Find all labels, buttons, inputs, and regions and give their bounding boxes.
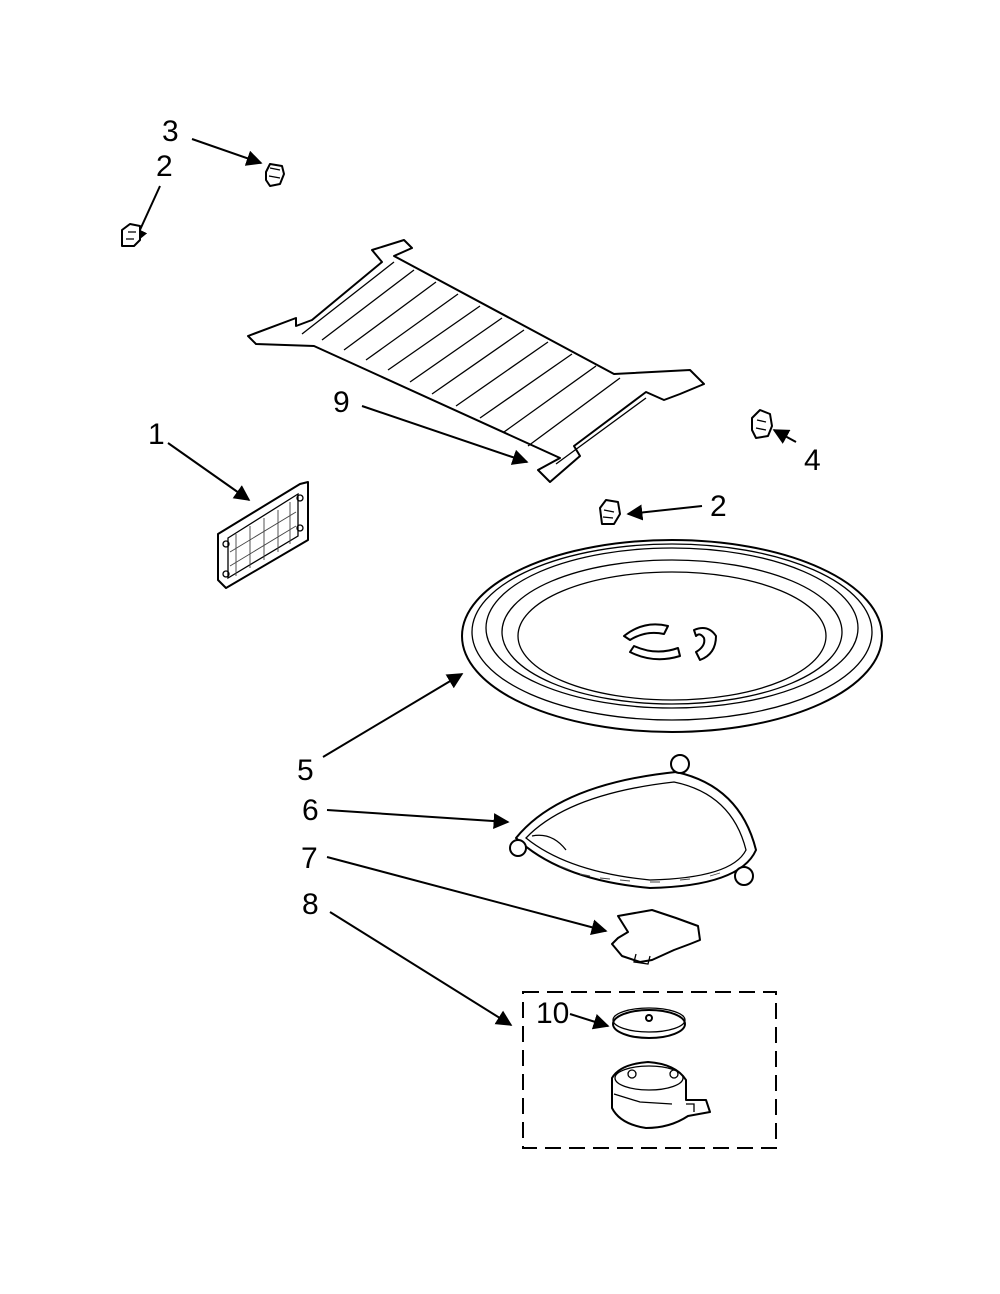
part-10-cap [612, 1007, 686, 1039]
part-8-group-box [522, 991, 777, 1149]
part-2-clip-mid [599, 499, 621, 525]
part-7-coupler [611, 909, 701, 965]
callout-2-top: 2 [156, 150, 173, 183]
leader-7 [326, 856, 608, 936]
callout-9: 9 [333, 386, 350, 419]
callout-5: 5 [297, 754, 314, 787]
callout-1: 1 [148, 418, 165, 451]
part-4-clip [751, 409, 773, 439]
leader-6 [326, 809, 510, 830]
part-1-cover [217, 481, 309, 589]
leader-5 [322, 673, 464, 758]
callout-7: 7 [301, 842, 318, 875]
leader-4 [772, 429, 797, 444]
leader-3 [191, 138, 263, 166]
leader-2-mid [626, 504, 703, 521]
leader-1 [167, 442, 251, 501]
callout-4: 4 [804, 444, 821, 477]
part-2-clip-top [121, 223, 141, 247]
part-3-clip [265, 163, 285, 187]
part-5-turntable-tray [461, 539, 883, 733]
part-6-roller-ring [509, 754, 757, 889]
leader-8 [329, 911, 513, 1026]
leader-9 [361, 405, 529, 465]
callout-6: 6 [302, 794, 319, 827]
part-9-wire-rack [247, 239, 705, 483]
callout-8: 8 [302, 888, 319, 921]
leader-10 [569, 1013, 610, 1030]
callout-3: 3 [162, 115, 179, 148]
part-8-motor [611, 1061, 711, 1129]
callout-2-mid: 2 [710, 490, 727, 523]
callout-10: 10 [536, 997, 569, 1030]
